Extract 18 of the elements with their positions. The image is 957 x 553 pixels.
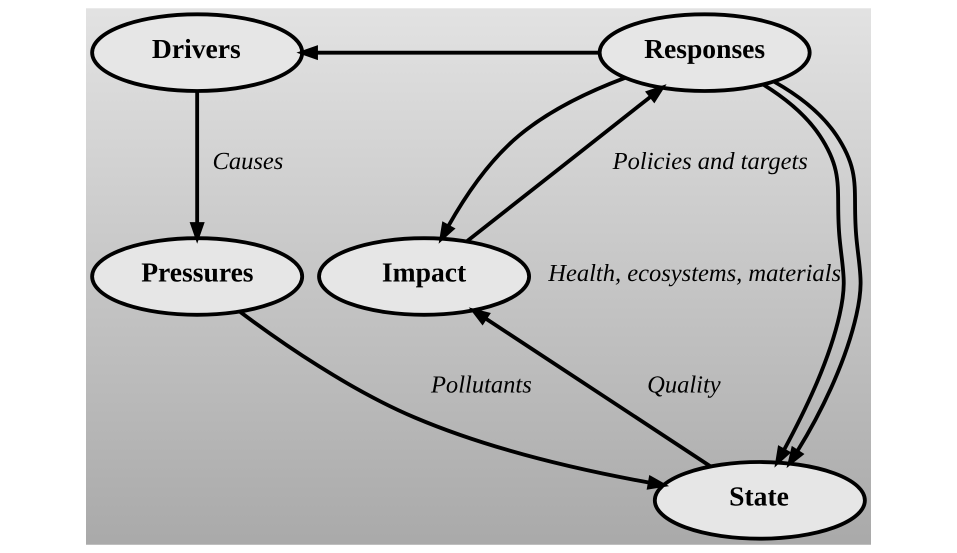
arrow: [296, 45, 600, 60]
arrow: [773, 80, 862, 468]
arrow: [762, 83, 846, 468]
edge-label: Quality: [647, 372, 721, 399]
arrow: [438, 76, 626, 244]
arrow: [466, 84, 667, 243]
arrow: [238, 310, 670, 490]
edge-label: Causes: [212, 148, 284, 175]
node-ellipse: Responses: [598, 12, 812, 93]
node-ellipse: Pressures: [90, 236, 304, 317]
arrow: [190, 91, 205, 244]
arrow: [468, 307, 712, 468]
node-ellipse: Impact: [317, 236, 532, 317]
node-ellipse: State: [652, 460, 867, 541]
edge-label: Pollutants: [430, 372, 532, 399]
node-label: Health, ecosystems, materials: [548, 260, 842, 287]
edge-label: Policies and targets: [612, 148, 808, 175]
node-ellipse: Drivers: [90, 12, 304, 93]
